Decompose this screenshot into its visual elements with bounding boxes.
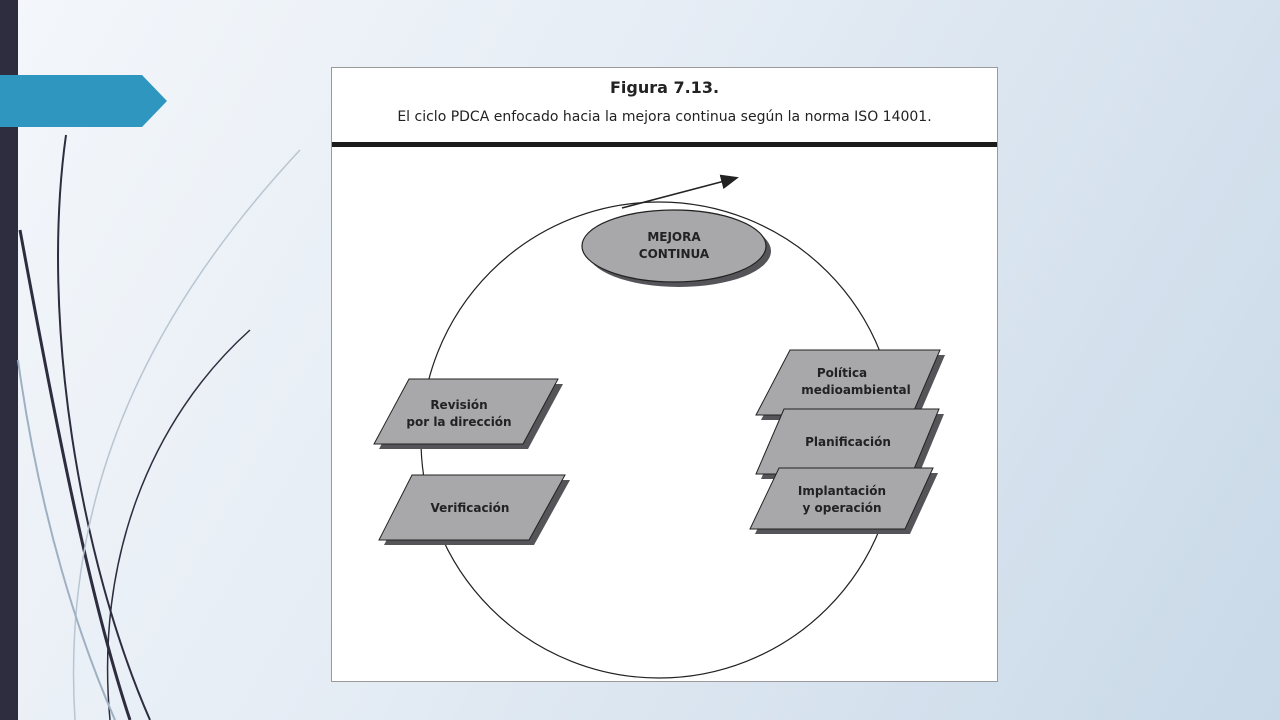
figure-caption: El ciclo PDCA enfocado hacia la mejora c… — [397, 109, 932, 125]
step-label-line1: Implantación — [798, 484, 886, 498]
figure-title: Figura 7.13. — [609, 78, 720, 97]
step-planificacion: Planificación — [755, 408, 944, 479]
center-node-line1: MEJORA — [647, 230, 701, 244]
step-revision-direccion: Revisión por la dirección — [373, 378, 563, 449]
step-verificacion: Verificación — [378, 474, 570, 545]
figure-card: Figura 7.13. El ciclo PDCA enfocado haci… — [331, 67, 998, 682]
step-label-line1: Revisión — [430, 398, 487, 412]
pdca-diagram: MEJORA CONTINUA Política medioambiental … — [373, 174, 945, 679]
figure-rule — [332, 142, 997, 147]
continuous-improvement-node: MEJORA CONTINUA — [581, 209, 771, 287]
center-node-line2: CONTINUA — [639, 247, 710, 261]
improvement-arrow — [621, 174, 739, 209]
figure-header: Figura 7.13. El ciclo PDCA enfocado haci… — [332, 68, 997, 147]
decorative-swooshes — [17, 134, 301, 720]
slide-sidebar-bar — [0, 0, 18, 720]
step-label: Planificación — [805, 435, 891, 449]
step-label-line2: medioambiental — [801, 383, 911, 397]
slide-accent-tab — [0, 75, 167, 127]
step-label: Verificación — [431, 501, 510, 515]
step-label-line2: por la dirección — [406, 415, 511, 429]
step-label-line1: Política — [817, 366, 867, 380]
step-label-line2: y operación — [802, 501, 881, 515]
step-implantacion-operacion: Implantación y operación — [749, 467, 938, 534]
